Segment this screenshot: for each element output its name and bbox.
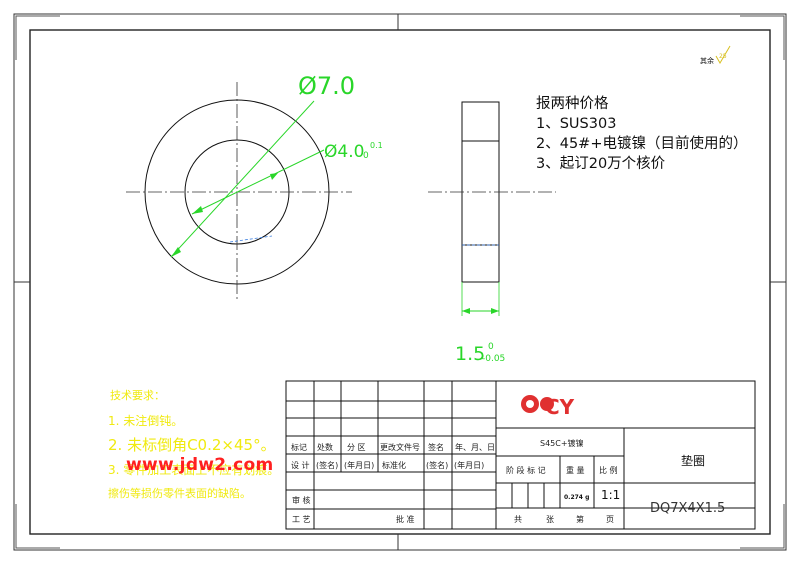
thickness-tol-lower: -0.05 xyxy=(482,354,505,364)
tb-scale: 1:1 xyxy=(601,488,620,502)
tb-stage-label: 阶 段 标 记 xyxy=(506,465,546,475)
outer-diameter-leader xyxy=(170,100,315,258)
tb-label-sign: 签名 xyxy=(428,442,444,452)
tb-label-count: 处数 xyxy=(317,442,333,452)
tb-sheet-unit-1: 张 xyxy=(546,515,554,524)
outer-diameter-label: Ø7.0 xyxy=(298,72,355,100)
tb-material: S45C+镀镍 xyxy=(540,438,584,448)
front-view xyxy=(126,82,352,300)
pricing-note-item-2: 2、45#+电镀镍（目前使用的） xyxy=(536,136,748,152)
tb-label-change-doc: 更改文件号 xyxy=(380,442,420,452)
company-logo: CY xyxy=(521,395,575,419)
tb-label-mark: 标记 xyxy=(291,442,307,452)
tb-weight-label: 重 量 xyxy=(566,465,585,475)
roughness-icon: 25 xyxy=(715,45,731,64)
tb-label-approve: 批 准 xyxy=(396,514,415,524)
tb-label-designer: 设 计 xyxy=(291,460,310,470)
tb-scale-label: 比 例 xyxy=(599,465,618,475)
tb-sheet-current: 第 xyxy=(576,514,584,524)
pricing-note: 报两种价格 1、SUS303 2、45#+电镀镍（目前使用的） 3、起订20万个… xyxy=(536,94,776,174)
tech-req-item-2: 2. 未标倒角C0.2×45°。 xyxy=(108,436,276,454)
tb-label-standard: 标准化 xyxy=(382,460,406,470)
tb-label-designer-date: (年月日) xyxy=(344,460,374,470)
tb-label-process: 工 艺 xyxy=(292,515,311,524)
side-view xyxy=(428,101,556,316)
pricing-note-title: 报两种价格 xyxy=(536,96,609,112)
thickness-label: 1.5 xyxy=(455,343,485,365)
watermark: www.jdw2.com xyxy=(126,455,274,475)
tech-req-title: 技术要求： xyxy=(110,389,165,402)
tb-label-standard-date: (年月日) xyxy=(454,460,484,470)
tech-req-item-1: 1. 未注倒钝。 xyxy=(108,413,183,428)
inner-diameter-tol-upper: 0.1 xyxy=(370,141,383,150)
title-block xyxy=(285,380,756,530)
tb-label-review: 审 核 xyxy=(292,495,311,505)
tech-req-item-4: 擦伤等损伤零件表面的缺陷。 xyxy=(108,486,251,500)
thickness-tol-upper: 0 xyxy=(488,342,494,352)
tb-label-designer-sign: (签名) xyxy=(316,460,338,470)
pricing-note-item-3: 3、起订20万个核价 xyxy=(536,156,666,172)
tech-req-item-3: 3. 零件加工表面上不应有划痕。 xyxy=(108,462,279,477)
tb-weight: 0.274 g xyxy=(564,494,589,501)
inner-diameter-tol-lower: 0 xyxy=(363,151,369,161)
svg-text:25: 25 xyxy=(719,53,727,60)
tb-sheet-unit-2: 页 xyxy=(606,515,614,524)
tb-part-name: 垫圈 xyxy=(681,453,705,468)
tb-label-standard-sign: (签名) xyxy=(426,460,448,470)
tb-label-date: 年、月、日 xyxy=(455,442,495,452)
svg-text:CY: CY xyxy=(545,395,575,419)
inner-diameter-leader xyxy=(191,149,325,215)
tb-sheet-total: 共 xyxy=(514,515,522,524)
inner-diameter-label: Ø4.0 xyxy=(324,142,364,162)
tb-part-number: DQ7X4X1.5 xyxy=(650,501,725,516)
pricing-note-item-1: 1、SUS303 xyxy=(536,116,617,132)
tb-label-zone: 分 区 xyxy=(347,443,366,452)
corner-label: 其余 xyxy=(700,56,714,65)
